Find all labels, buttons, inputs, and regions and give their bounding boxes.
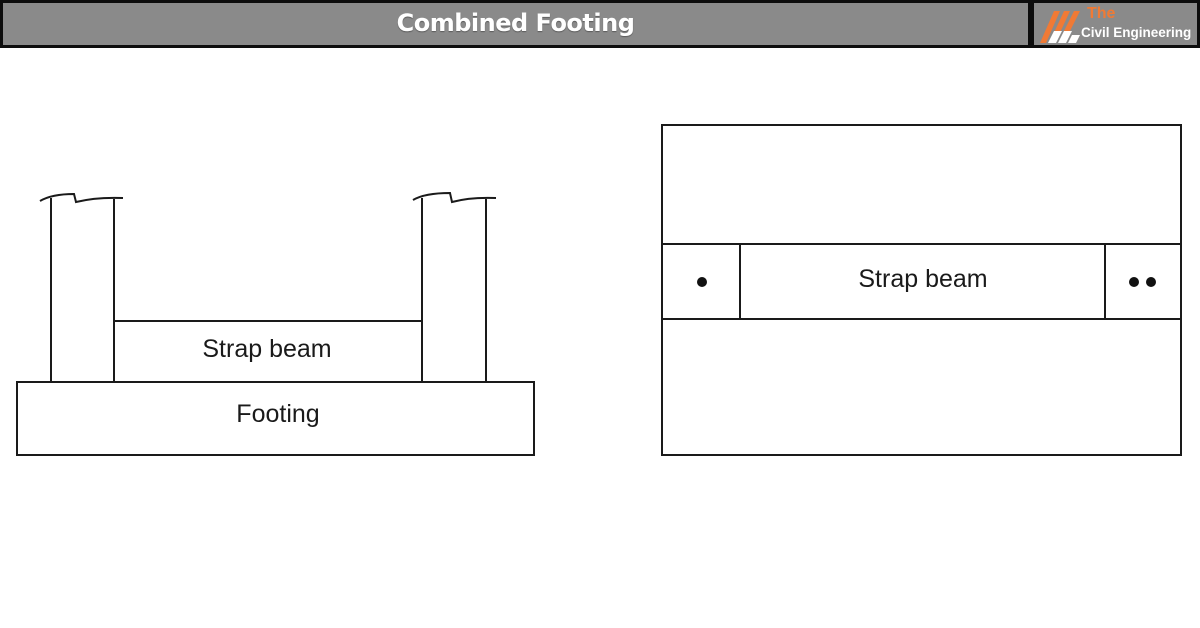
- column-markers: [697, 277, 1156, 287]
- brand-logo: The Civil Engineering: [1031, 0, 1200, 48]
- title-banner: Combined Footing: [0, 0, 1031, 48]
- footing-outline: [16, 381, 535, 456]
- elevation-strap-beam-label: Strap beam: [202, 335, 332, 363]
- right-column-break-line: [412, 191, 497, 204]
- right-column-dot-icon: [1129, 277, 1139, 287]
- footing-label: Footing: [236, 400, 320, 428]
- plan-footing-outline: [661, 124, 1182, 456]
- plan-view: [661, 124, 1182, 456]
- right-column-dot-icon: [1146, 277, 1156, 287]
- elevation-view: [16, 191, 535, 456]
- diagonal-stripes-logo-icon: [1040, 11, 1080, 43]
- page-title: Combined Footing: [396, 9, 635, 37]
- logo-text-the: The: [1087, 5, 1116, 22]
- logo-text-name: Civil Engineering: [1081, 25, 1192, 40]
- plan-strap-beam-label: Strap beam: [858, 265, 988, 293]
- left-column-dot-icon: [697, 277, 707, 287]
- left-column-break-line: [39, 192, 124, 204]
